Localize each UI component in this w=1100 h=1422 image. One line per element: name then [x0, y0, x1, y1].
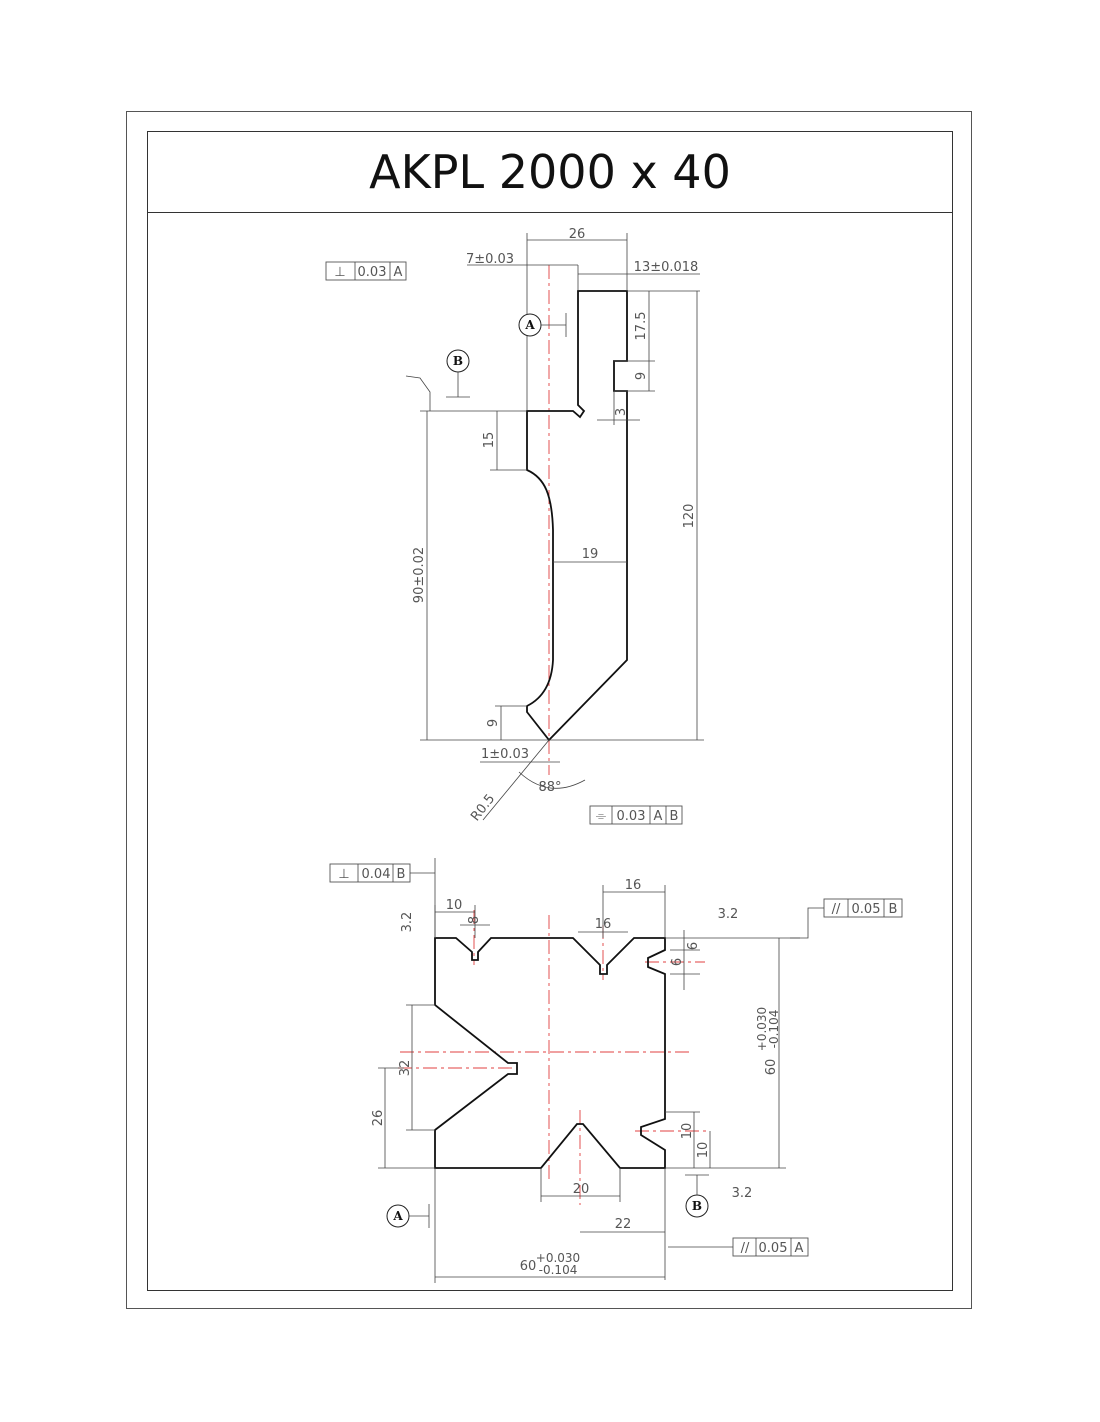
drawing-title: AKPL 2000 x 40: [369, 144, 731, 199]
tolerance-box-parallel-bottom: // 0.05 A: [668, 1237, 809, 1257]
bottom-view: 10 8 16 16 3.2 3.2 3.2 6 6 32 26: [329, 858, 903, 1283]
symmetry-icon: ⌯: [596, 809, 607, 824]
tol-datum: A: [795, 1241, 804, 1256]
parallel-icon-right: //: [832, 902, 841, 917]
box-frame: [325, 261, 407, 281]
datum-a-label-bottom: A: [392, 1209, 403, 1223]
dim-top-left-8: 8: [467, 916, 482, 924]
datum-b-leader: [405, 375, 431, 411]
box-frame: [589, 805, 683, 825]
tol-datum: B: [670, 809, 679, 824]
dim-height-60: 60 +0.030 -0.104: [755, 1007, 781, 1075]
dim-height-nom: 60: [764, 1059, 779, 1076]
title-band: AKPL 2000 x 40: [147, 131, 953, 213]
outer-border: [126, 111, 972, 1309]
tol-datum: A: [654, 809, 663, 824]
die-block-profile: [434, 937, 666, 1169]
tolerance-box-symmetry-top: ⌯ 0.03 A B: [589, 805, 683, 825]
dim-right-low-10a: 10: [680, 1123, 695, 1140]
dim-height-upper: +0.030: [755, 1007, 769, 1051]
dim-radius: R0.5: [468, 792, 498, 825]
dim-left-v-32: 32: [398, 1060, 413, 1077]
dim-height-lower: -0.104: [767, 1010, 781, 1049]
dim-angle-88: 88°: [538, 780, 561, 795]
dim-shoulder-15: 15: [482, 432, 497, 449]
dim-total-120: 120: [682, 504, 697, 529]
perpendicular-icon: ⊥: [334, 265, 345, 280]
dim-width-26: 26: [569, 227, 586, 242]
dim-mid-19: 19: [582, 547, 599, 562]
dim-tip-1: 1±0.03: [481, 747, 529, 762]
dim-notch-right-6b: 6: [670, 958, 685, 966]
dim-top-left-10: 10: [446, 898, 463, 913]
perpendicular-icon-bottom: ⊥: [338, 867, 349, 882]
dim-edge-left-3-2: 3.2: [400, 912, 415, 933]
dim-right-low-10b: 10: [696, 1142, 711, 1159]
dim-tip-9: 9: [486, 719, 501, 727]
datum-a-label: A: [524, 318, 535, 332]
dim-width-lower: -0.104: [539, 1263, 578, 1277]
dim-bottom-v-20: 20: [573, 1182, 590, 1197]
dim-notch-9: 9: [634, 372, 649, 380]
tol-datum: B: [889, 902, 898, 917]
angle-arc: [518, 771, 586, 789]
dim-offset-7: 7±0.03: [466, 252, 514, 267]
radius-leader: [482, 739, 550, 821]
dim-tang-13: 13±0.018: [634, 260, 699, 275]
parallel-icon-bottom: //: [741, 1241, 750, 1256]
dim-top-17-5: 17.5: [634, 312, 649, 341]
dim-width-nom: 60: [520, 1259, 537, 1274]
tol-datum: B: [397, 867, 406, 882]
dim-width-60: 60 +0.030 -0.104: [520, 1251, 580, 1277]
tolerance-box-perpendicular-bottom: ⊥ 0.04 B: [329, 858, 436, 938]
tol-value: 0.04: [362, 867, 391, 882]
dim-edge-right-top-3-2: 3.2: [718, 907, 739, 922]
datum-b-label-bottom: B: [692, 1199, 702, 1213]
dim-bottom-22: 22: [615, 1217, 632, 1232]
tol-value: 0.03: [617, 809, 646, 824]
datum-b-label: B: [453, 354, 463, 368]
dim-notch-right-6a: 6: [686, 942, 701, 950]
box-leader: [790, 907, 824, 939]
dim-notch-3: 3: [614, 408, 629, 416]
tol-datum: A: [394, 265, 403, 280]
tolerance-box-perpendicular-top: ⊥ 0.03 A: [325, 261, 407, 281]
dim-edge-right-bottom-3-2: 3.2: [732, 1186, 753, 1201]
dim-left-26: 26: [371, 1110, 386, 1127]
dim-width-upper: +0.030: [536, 1251, 580, 1265]
punch-profile: [526, 290, 628, 742]
tol-value: 0.05: [852, 902, 881, 917]
tolerance-box-parallel-right: // 0.05 B: [790, 898, 903, 939]
tol-value: 0.05: [759, 1241, 788, 1256]
inner-border: [147, 131, 953, 1291]
tol-value: 0.03: [358, 265, 387, 280]
top-view: 26 7±0.03 13±0.018 17.5 9 3 120 90±0.02 …: [325, 227, 704, 825]
dim-top-right-16: 16: [625, 878, 642, 893]
dim-blade-90: 90±0.02: [412, 547, 427, 603]
